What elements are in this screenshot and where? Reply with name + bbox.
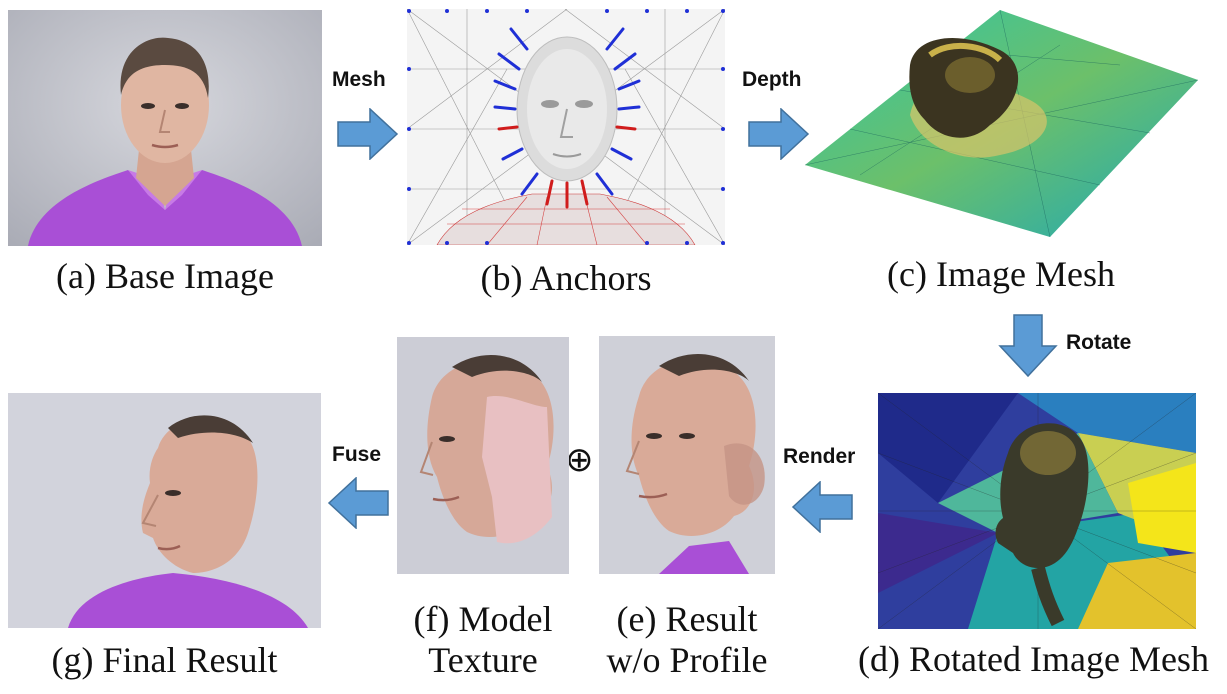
caption-final-result: (g) Final Result — [51, 640, 278, 680]
caption-result-without-profile: (e) Result w/o Profile — [589, 599, 785, 682]
rotated-image-mesh — [878, 393, 1196, 629]
caption-model-texture: (f) Model Texture — [387, 599, 579, 682]
anchors-image — [407, 9, 725, 245]
arrow-label-render: Render — [783, 445, 856, 468]
down-arrow-icon — [998, 314, 1058, 378]
model-texture — [397, 337, 569, 574]
left-arrow-icon — [327, 477, 389, 529]
right-arrow-icon — [337, 108, 399, 160]
arrow-label-mesh: Mesh — [332, 68, 386, 91]
caption-line-1: (f) Model — [413, 599, 553, 639]
arrow-label-depth: Depth — [742, 68, 802, 91]
final-result — [8, 393, 321, 628]
caption-line-1: (e) Result — [616, 599, 758, 639]
arrow-label-rotate: Rotate — [1066, 331, 1132, 354]
result-without-profile — [599, 336, 775, 574]
caption-base-image: (a) Base Image — [56, 256, 274, 296]
right-arrow-icon — [748, 108, 810, 160]
left-arrow-icon — [791, 481, 853, 533]
base-image — [8, 10, 322, 246]
direct-sum-operator: ⊕ — [565, 440, 594, 480]
caption-anchors: (b) Anchors — [480, 258, 652, 298]
caption-line-2: w/o Profile — [606, 640, 768, 681]
caption-rotated-image-mesh: (d) Rotated Image Mesh — [858, 639, 1209, 679]
image-mesh — [800, 5, 1202, 243]
caption-line-2: Texture — [428, 640, 538, 681]
caption-image-mesh: (c) Image Mesh — [887, 254, 1115, 294]
arrow-label-fuse: Fuse — [332, 443, 382, 466]
